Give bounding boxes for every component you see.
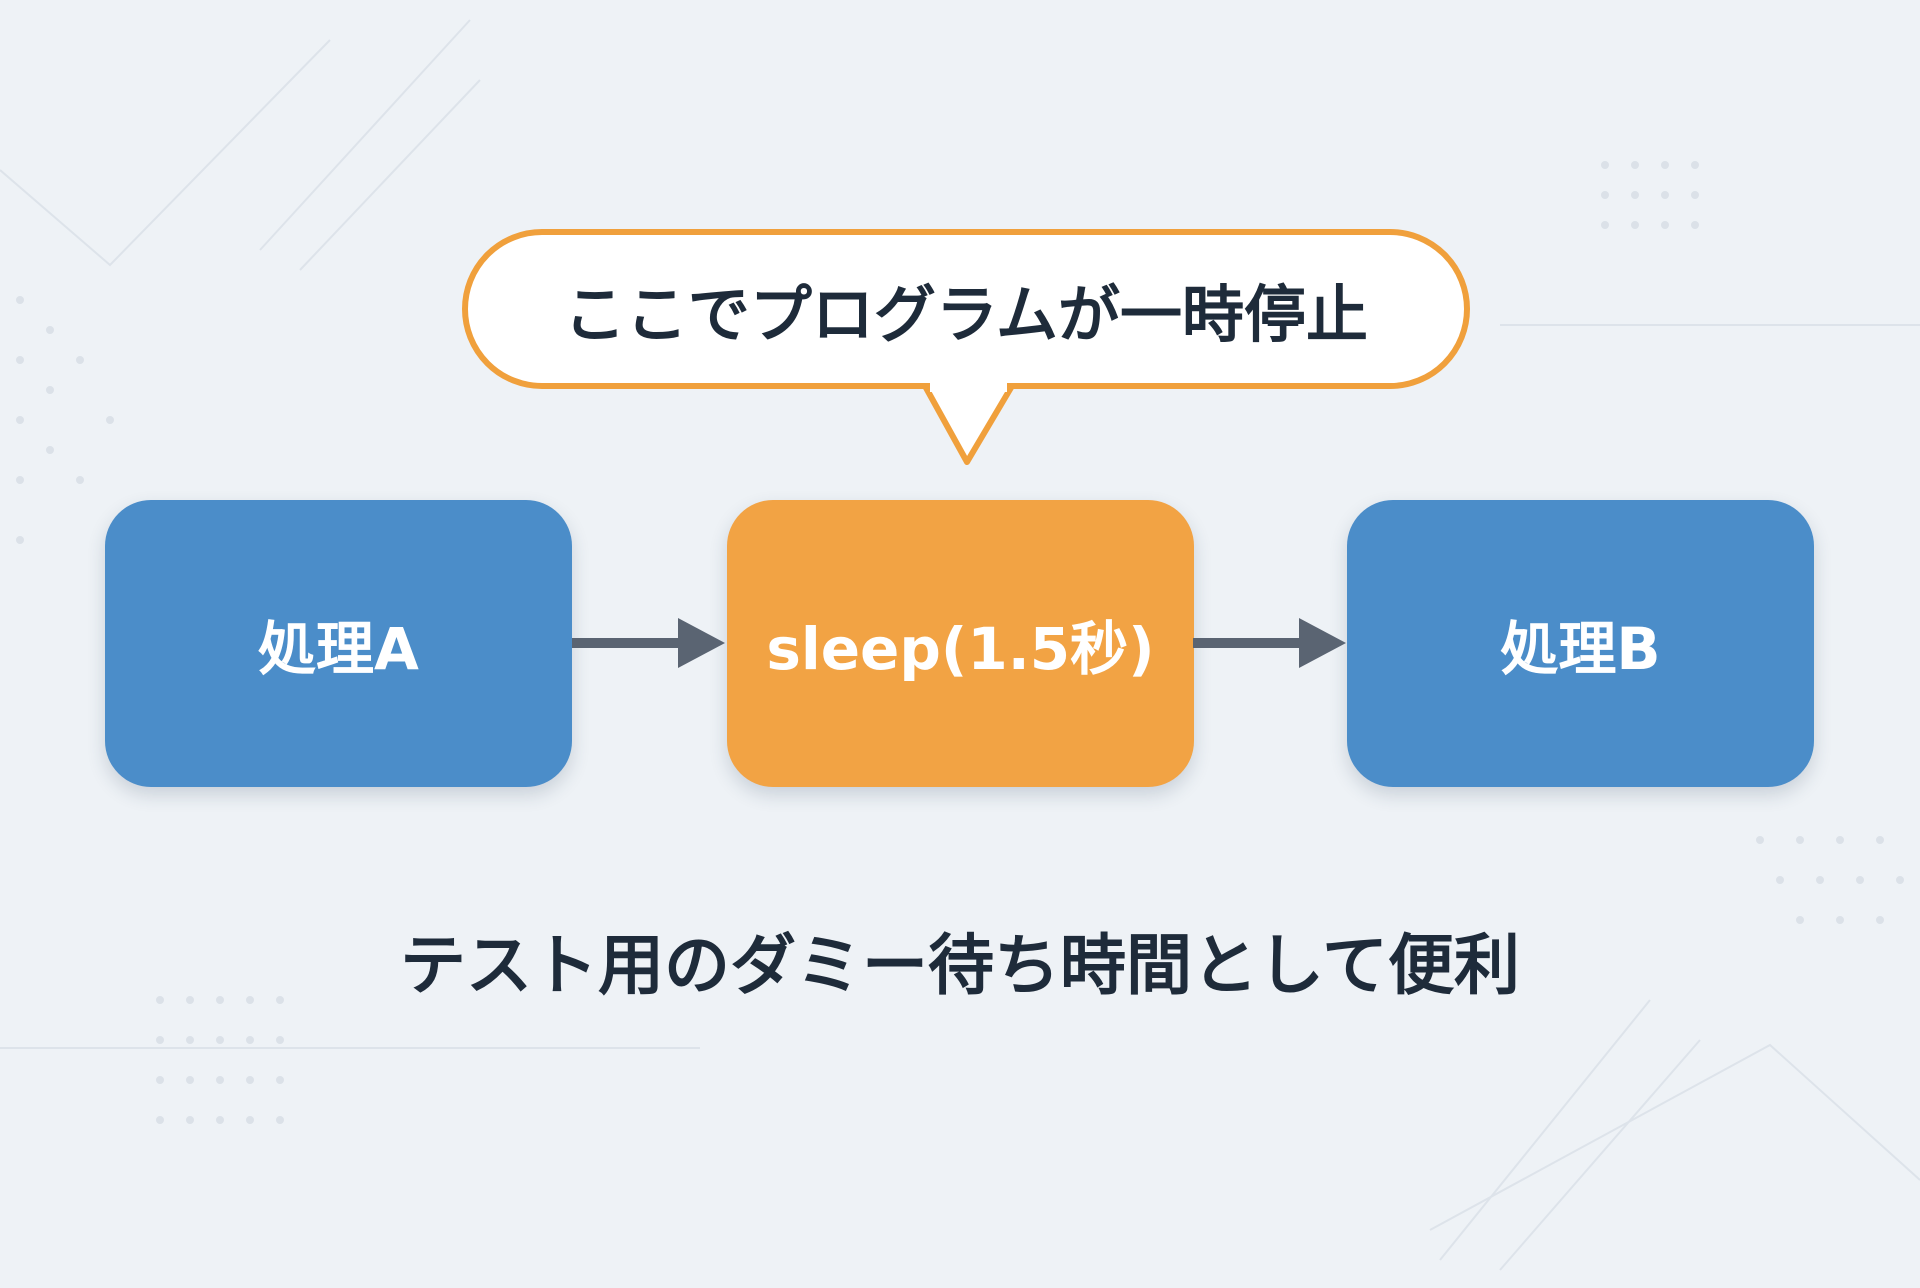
caption: テスト用のダミー待ち時間として便利 [399, 927, 1521, 1004]
bubble-text: ここでプログラムが一時停止 [563, 278, 1369, 351]
sleep-box: sleep(1.5秒) [727, 500, 1194, 787]
sleep-label: sleep(1.5秒) [766, 614, 1155, 683]
process-b-box: 処理B [1347, 500, 1814, 787]
process-b-label: 処理B [1500, 614, 1661, 683]
process-a-label: 処理A [258, 614, 419, 683]
process-a-box: 処理A [105, 500, 572, 787]
speech-bubble: ここでプログラムが一時停止 [462, 229, 1470, 389]
